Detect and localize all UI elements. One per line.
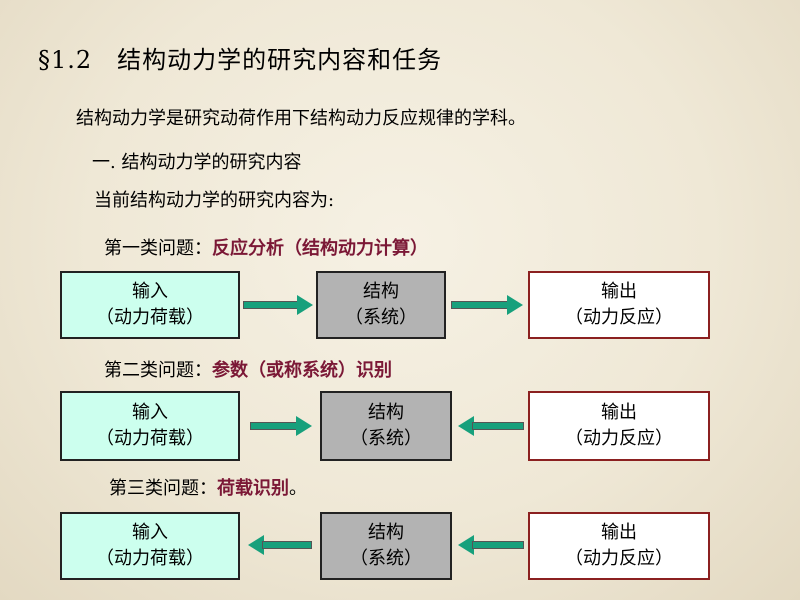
row3-input-line2: （动力荷载） [96,548,204,569]
intro-text: 当前结构动力学的研究内容为: [94,190,335,211]
problem-1-prefix: 第一类问题： [104,238,212,259]
row1-arrow-1 [243,295,313,315]
row2-input-line1: 输入 [132,402,168,423]
row2-system-line2: （系统） [350,428,422,449]
row2-output-box: 输出 （动力反应） [528,391,710,461]
section-heading: 一. 结构动力学的研究内容 [92,152,302,173]
row1-input-line2: （动力荷载） [96,307,204,328]
row1-arrow-2 [451,295,523,315]
row3-arrow-1 [248,535,312,555]
problem-3-label: 第三类问题：荷载识别。 [109,474,307,500]
row1-output-line2: （动力反应） [565,307,673,328]
slide-title: §1.2 结构动力学的研究内容和任务 [38,46,443,74]
row1-output-box: 输出 （动力反应） [528,271,710,339]
definition-text: 结构动力学是研究动荷作用下结构动力反应规律的学科。 [76,108,526,129]
row3-system-box: 结构 （系统） [320,512,452,580]
row3-system-line1: 结构 [368,522,404,543]
problem-3-suffix: 。 [289,478,307,499]
row2-output-line1: 输出 [601,402,637,423]
row3-input-line1: 输入 [132,522,168,543]
row1-input-line1: 输入 [132,281,168,302]
row1-input-box: 输入 （动力荷载） [60,271,240,339]
row1-output-line1: 输出 [601,281,637,302]
problem-3-name: 荷载识别 [217,478,289,499]
row1-system-line2: （系统） [345,307,417,328]
row2-arrow-2 [458,416,524,436]
row2-input-box: 输入 （动力荷载） [60,391,240,461]
row3-input-box: 输入 （动力荷载） [60,512,240,580]
row2-system-box: 结构 （系统） [320,391,452,461]
row2-input-line2: （动力荷载） [96,428,204,449]
row3-output-box: 输出 （动力反应） [528,512,710,580]
problem-2-name: 参数（或称系统）识别 [212,360,392,381]
row2-output-line2: （动力反应） [565,428,673,449]
row3-output-line2: （动力反应） [565,548,673,569]
problem-1-label: 第一类问题：反应分析（结构动力计算） [104,234,428,260]
row3-arrow-2 [458,535,524,555]
row1-system-box: 结构 （系统） [316,271,446,339]
row1-system-line1: 结构 [363,281,399,302]
row2-system-line1: 结构 [368,402,404,423]
problem-3-prefix: 第三类问题： [109,478,217,499]
problem-2-label: 第二类问题：参数（或称系统）识别 [104,356,392,382]
row3-output-line1: 输出 [601,522,637,543]
problem-1-name: 反应分析（结构动力计算） [212,238,428,259]
problem-2-prefix: 第二类问题： [104,360,212,381]
row2-arrow-1 [250,416,312,436]
row3-system-line2: （系统） [350,548,422,569]
